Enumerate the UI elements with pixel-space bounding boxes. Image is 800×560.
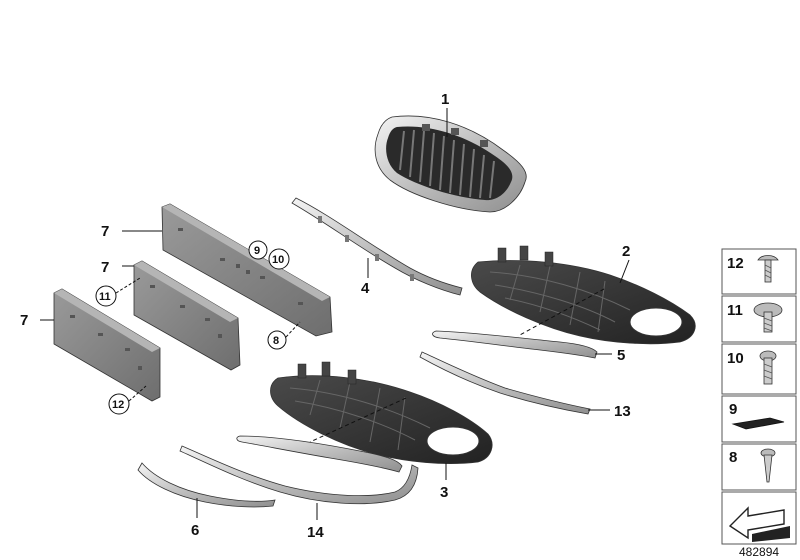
clip-icon bbox=[760, 448, 776, 483]
legend-row-12: 12 bbox=[721, 248, 797, 295]
svg-text:12: 12 bbox=[112, 399, 124, 411]
callout-4: 4 bbox=[361, 280, 370, 297]
right-bumper-grid bbox=[471, 245, 696, 345]
arrow-icon bbox=[728, 506, 790, 542]
plate-base-back bbox=[161, 203, 333, 337]
svg-text:9: 9 bbox=[729, 401, 737, 418]
plate-base-middle bbox=[133, 260, 241, 371]
legend-row-9: 9 bbox=[721, 395, 797, 443]
callout-7-top: 7 bbox=[101, 223, 109, 240]
reference-number: 482894 bbox=[739, 545, 779, 559]
plate-base-front bbox=[53, 288, 161, 402]
callout-14: 14 bbox=[307, 524, 324, 541]
callout-5: 5 bbox=[617, 347, 625, 364]
left-chrome-trim bbox=[236, 435, 403, 473]
screw-icon bbox=[759, 350, 777, 385]
legend-row-10: 10 bbox=[721, 343, 797, 395]
svg-text:11: 11 bbox=[99, 291, 111, 303]
fastener-legend: 12 11 10 bbox=[721, 248, 797, 545]
left-bumper-grid bbox=[270, 361, 493, 464]
circled-callout-9: 9 bbox=[248, 240, 268, 260]
circled-callout-10: 10 bbox=[268, 248, 290, 270]
legend-row-8: 8 bbox=[721, 443, 797, 491]
callout-1: 1 bbox=[441, 91, 449, 108]
callout-6: 6 bbox=[191, 522, 199, 539]
svg-text:8: 8 bbox=[273, 335, 279, 347]
lower-left-trim bbox=[137, 462, 276, 508]
lower-curved-strip bbox=[179, 445, 419, 505]
svg-text:12: 12 bbox=[727, 255, 744, 272]
legend-row-arrow bbox=[721, 491, 797, 545]
right-chrome-trim bbox=[432, 330, 598, 359]
callout-7-low: 7 bbox=[20, 312, 28, 329]
pad-icon bbox=[731, 417, 785, 430]
callout-13: 13 bbox=[614, 403, 631, 420]
svg-text:8: 8 bbox=[729, 449, 737, 466]
upper-trim-strip bbox=[291, 197, 463, 296]
callout-3: 3 bbox=[440, 484, 448, 501]
svg-text:10: 10 bbox=[727, 350, 744, 367]
kidney-grille bbox=[374, 115, 527, 213]
callout-2: 2 bbox=[622, 243, 630, 260]
svg-text:10: 10 bbox=[272, 254, 284, 266]
legend-row-11: 11 bbox=[721, 295, 797, 343]
circled-callout-12: 12 bbox=[108, 393, 130, 415]
right-lower-strip bbox=[419, 351, 591, 415]
svg-text:9: 9 bbox=[254, 245, 260, 257]
callout-7-mid: 7 bbox=[101, 259, 109, 276]
circled-callout-8: 8 bbox=[267, 330, 287, 350]
screw-icon bbox=[753, 302, 783, 333]
screw-icon bbox=[757, 255, 779, 283]
circled-callout-11: 11 bbox=[95, 285, 117, 307]
svg-text:11: 11 bbox=[727, 302, 743, 319]
